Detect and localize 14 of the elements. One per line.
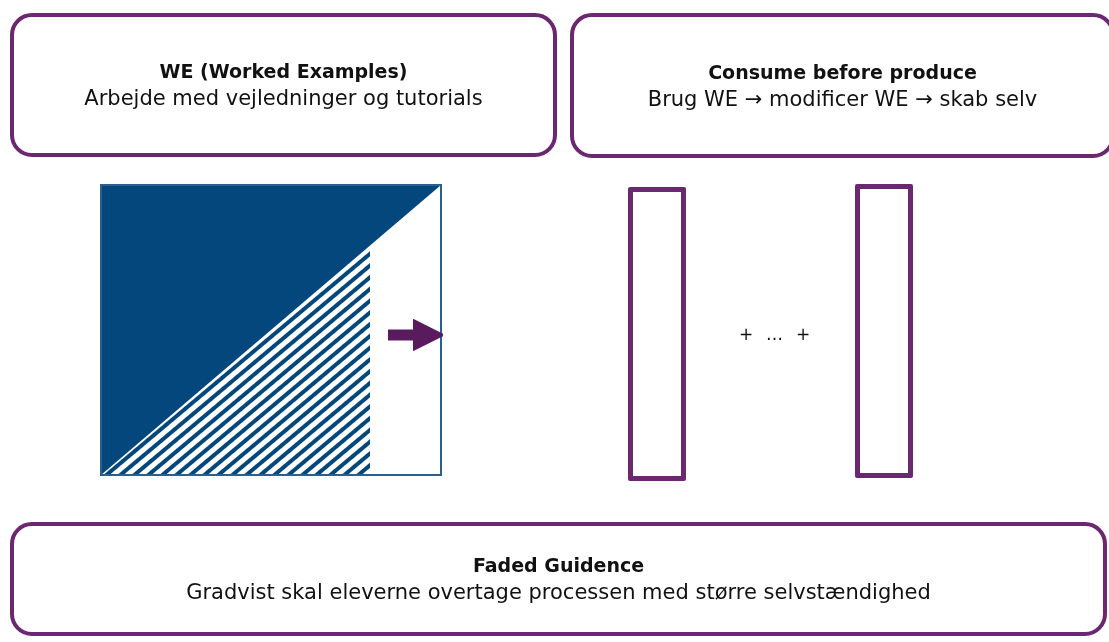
text-box: [10, 522, 1107, 636]
box-text: Arbejde med vejledninger og tutorials: [84, 86, 483, 110]
plus-sign-text: +: [739, 324, 754, 344]
box-heading: Consume before produce: [708, 60, 977, 83]
box-heading: Faded Guidence: [472, 554, 645, 576]
box-text: Brug WE → modificer WE → skab selv: [647, 86, 1038, 111]
text-box: [570, 13, 1109, 158]
plus-sign-text: +: [796, 324, 811, 344]
empty-bar: [628, 187, 686, 481]
box-heading: WE (Worked Examples): [159, 60, 408, 82]
empty-bar: [855, 184, 913, 478]
plus-sign-text: …: [766, 324, 783, 344]
box-text: Gradvist skal eleverne overtage processen med større selvstændighed: [186, 580, 931, 604]
text-box: [10, 13, 557, 157]
